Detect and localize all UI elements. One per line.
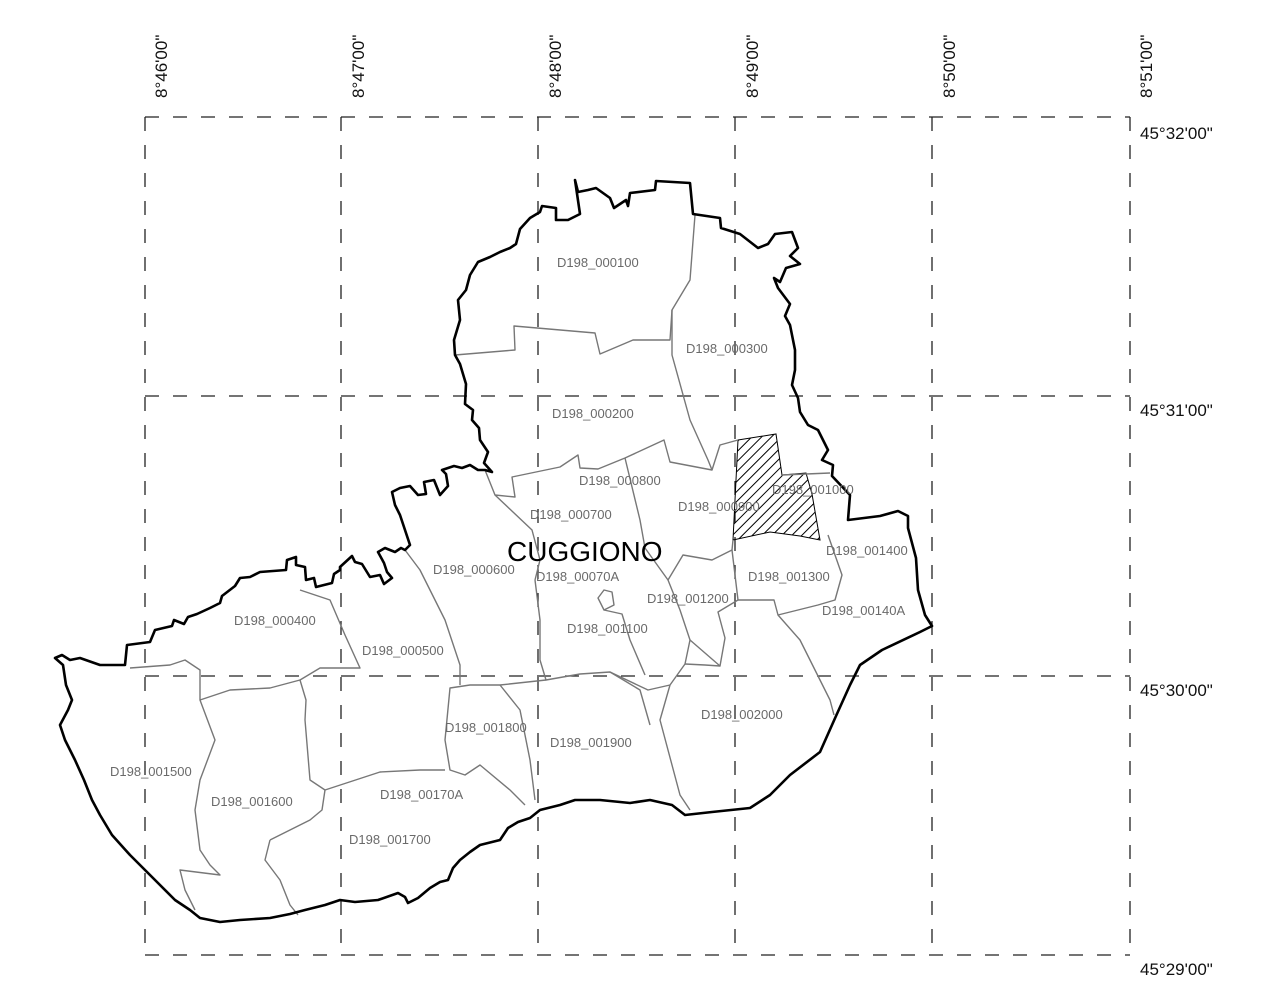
latitude-labels: 45°32'00" 45°31'00" 45°30'00" 45°29'00" [1140, 124, 1213, 979]
zone-label-d198-001600: D198_001600 [211, 794, 293, 809]
zone-label-d198-000200: D198_000200 [552, 406, 634, 421]
zone-label-d198-000100: D198_000100 [557, 255, 639, 270]
longitude-label: 8°51'00" [1137, 35, 1156, 98]
zone-label-d198-00070a: D198_00070A [536, 569, 619, 584]
latitude-label: 45°31'00" [1140, 401, 1213, 420]
zone-label-d198-00170a: D198_00170A [380, 787, 463, 802]
longitude-label: 8°46'00" [152, 35, 171, 98]
zone-boundaries [129, 214, 843, 916]
longitude-label: 8°48'00" [546, 35, 565, 98]
zone-label-d198-000500: D198_000500 [362, 643, 444, 658]
highlighted-zone-area [732, 433, 821, 541]
zone-label-d198-001100: D198_001100 [567, 621, 648, 636]
latitude-label: 45°30'00" [1140, 681, 1213, 700]
zone-label-d198-001200: D198_001200 [647, 591, 729, 606]
zone-label-d198-000300: D198_000300 [686, 341, 768, 356]
town-name: CUGGIONO [507, 536, 663, 567]
zone-label-d198-00140a: D198_00140A [822, 603, 905, 618]
longitude-label: 8°47'00" [349, 35, 368, 98]
graticule [144, 116, 1131, 956]
zone-label-d198-001700: D198_001700 [349, 832, 431, 847]
latitude-label: 45°29'00" [1140, 960, 1213, 979]
zone-label-d198-001500: D198_001500 [110, 764, 192, 779]
zone-label-d198-002000: D198_002000 [701, 707, 783, 722]
zone-label-d198-001900: D198_001900 [550, 735, 632, 750]
zone-label-d198-000800: D198_000800 [579, 473, 661, 488]
zone-label-d198-000600: D198_000600 [433, 562, 515, 577]
longitude-label: 8°49'00" [743, 35, 762, 98]
zone-label-d198-001800: D198_001800 [445, 720, 527, 735]
zone-labels: D198_000100 D198_000300 D198_000200 D198… [110, 255, 908, 847]
longitude-label: 8°50'00" [940, 35, 959, 98]
zone-label-d198-001300: D198_001300 [748, 569, 830, 584]
zone-label-d198-001400: D198_001400 [826, 543, 908, 558]
zone-label-d198-000400: D198_000400 [234, 613, 316, 628]
municipality-boundary [53, 178, 934, 924]
zone-label-d198-000900: D198_000900 [678, 499, 760, 514]
zone-label-d198-001000: D198_001000 [772, 482, 854, 497]
latitude-label: 45°32'00" [1140, 124, 1213, 143]
zone-label-d198-000700: D198_000700 [530, 507, 612, 522]
longitude-labels: 8°46'00" 8°47'00" 8°48'00" 8°49'00" 8°50… [152, 35, 1156, 98]
